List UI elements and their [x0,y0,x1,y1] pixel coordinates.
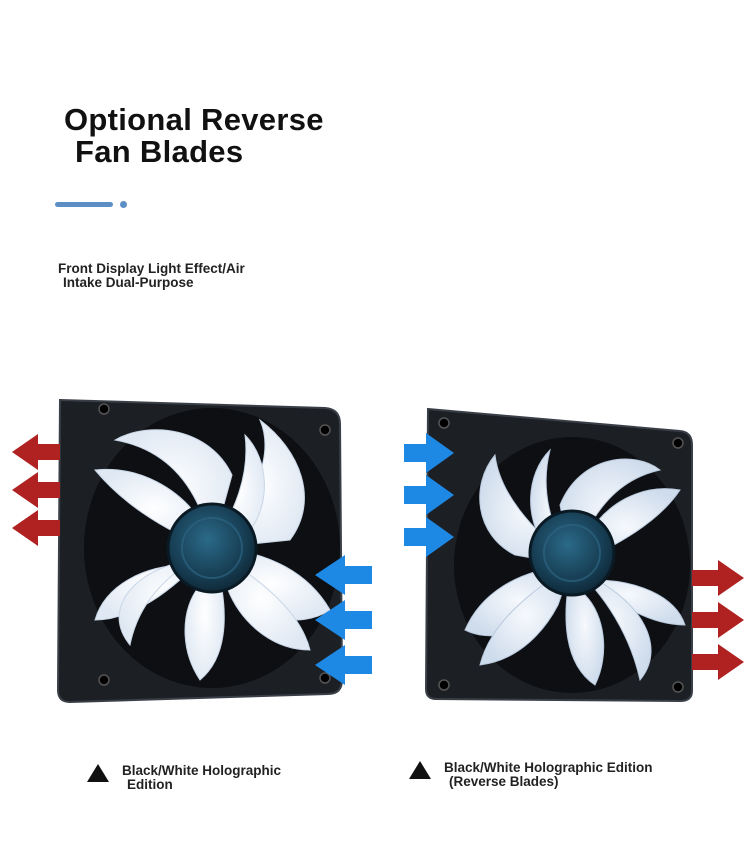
title-line-2: Fan Blades [75,134,244,169]
fan-hub [528,509,616,597]
triangle-up-icon [87,764,109,782]
caption-line-1: Black/White Holographic Edition [444,760,653,775]
intake-arrows [404,433,454,557]
caption-line-2: Edition [127,777,173,792]
caption-standard: Black/White Holographic Edition [87,764,281,792]
fan-reverse-image [404,407,744,703]
caption-line-2: (Reverse Blades) [449,774,559,789]
fan-hub [166,502,258,594]
accent-dot [120,201,127,208]
subtitle-line-2: Intake Dual-Purpose [63,275,194,290]
title-line-1: Optional Reverse [64,102,324,137]
fan-blades [94,418,331,681]
accent-bar [55,202,113,207]
caption-reverse: Black/White Holographic Edition (Reverse… [409,761,653,789]
fan-standard-image [12,398,372,704]
triangle-up-icon [409,761,431,779]
subtitle: Front Display Light Effect/Air Intake Du… [58,262,245,290]
page-title: Optional Reverse Fan Blades [64,104,324,168]
exhaust-arrows [12,434,60,546]
caption-line-1: Black/White Holographic [122,763,282,778]
subtitle-line-1: Front Display Light Effect/Air [58,261,245,276]
intake-arrows [315,555,372,685]
exhaust-arrows [692,560,744,680]
